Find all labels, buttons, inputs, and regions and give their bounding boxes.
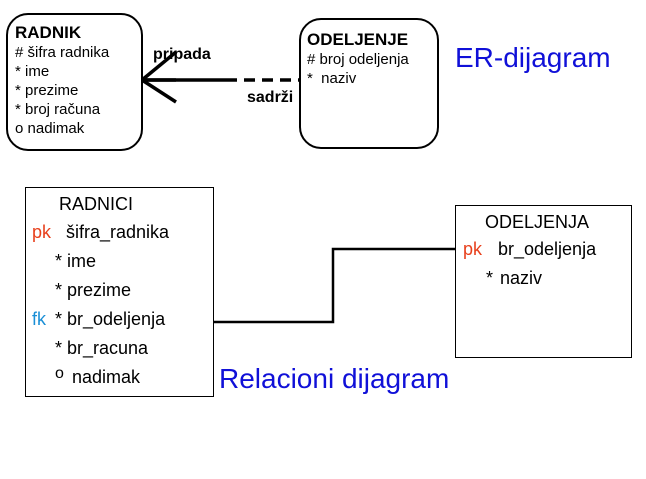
column-name: šifra_radnika [66, 222, 170, 242]
table-row: * naziv [456, 264, 629, 293]
column-name: nadimak [72, 367, 141, 387]
primary-key-tag: pk [463, 239, 483, 259]
entity-attribute: # broj odeljenja [307, 51, 409, 68]
column-name: naziv [500, 268, 543, 288]
mandatory-marker: * [55, 338, 63, 358]
mandatory-marker: * [55, 251, 63, 271]
mandatory-marker: * [55, 309, 63, 329]
entity-attribute: * naziv [307, 70, 357, 87]
optional-marker: o [55, 365, 64, 382]
table-odeljenja-title: ODELJENJA [485, 212, 590, 232]
relationship-label-pripada: pripada [153, 46, 211, 63]
foreign-key-connector [214, 247, 455, 324]
entity-attribute: * prezime [15, 82, 79, 99]
entity-attribute: * ime [15, 63, 50, 80]
entity-odeljenje: ODELJENJE # broj odeljenja * naziv [299, 18, 439, 149]
entity-attribute: * broj računa [15, 101, 101, 118]
table-row: o nadimak [26, 363, 211, 392]
entity-odeljenje-title: ODELJENJE [307, 30, 409, 49]
entity-attribute: # šifra radnika [15, 44, 110, 61]
entity-radnik: RADNIK # šifra radnika * ime * prezime *… [6, 13, 143, 151]
table-row: fk * br_odeljenja [26, 305, 211, 334]
mandatory-marker: * [55, 280, 63, 300]
table-odeljenja: ODELJENJA pk br_odeljenja * naziv [455, 205, 632, 358]
foreign-key-tag: fk [32, 309, 47, 329]
relationship-label-sadrzi: sadrži [247, 89, 294, 106]
table-row: pk br_odeljenja [456, 235, 629, 264]
primary-key-tag: pk [32, 222, 52, 242]
entity-radnik-title: RADNIK [15, 23, 82, 42]
entity-attribute: o nadimak [15, 120, 85, 137]
column-name: ime [67, 251, 97, 271]
er-diagram-caption: ER-dijagram [455, 42, 611, 73]
column-name: br_odeljenja [498, 239, 597, 259]
table-radnici: RADNICI pk šifra_radnika * ime * prezime… [25, 187, 214, 397]
table-row: * ime [26, 247, 211, 276]
column-name: br_odeljenja [67, 309, 166, 329]
table-row: pk šifra_radnika [26, 218, 211, 247]
column-name: prezime [67, 280, 132, 300]
table-row: * prezime [26, 276, 211, 305]
table-row: * br_racuna [26, 334, 211, 363]
diagram-connectors [140, 50, 455, 324]
mandatory-marker: * [486, 268, 494, 288]
column-name: br_racuna [67, 338, 149, 358]
table-radnici-title: RADNICI [59, 194, 134, 214]
relational-diagram-caption: Relacioni dijagram [219, 363, 450, 394]
